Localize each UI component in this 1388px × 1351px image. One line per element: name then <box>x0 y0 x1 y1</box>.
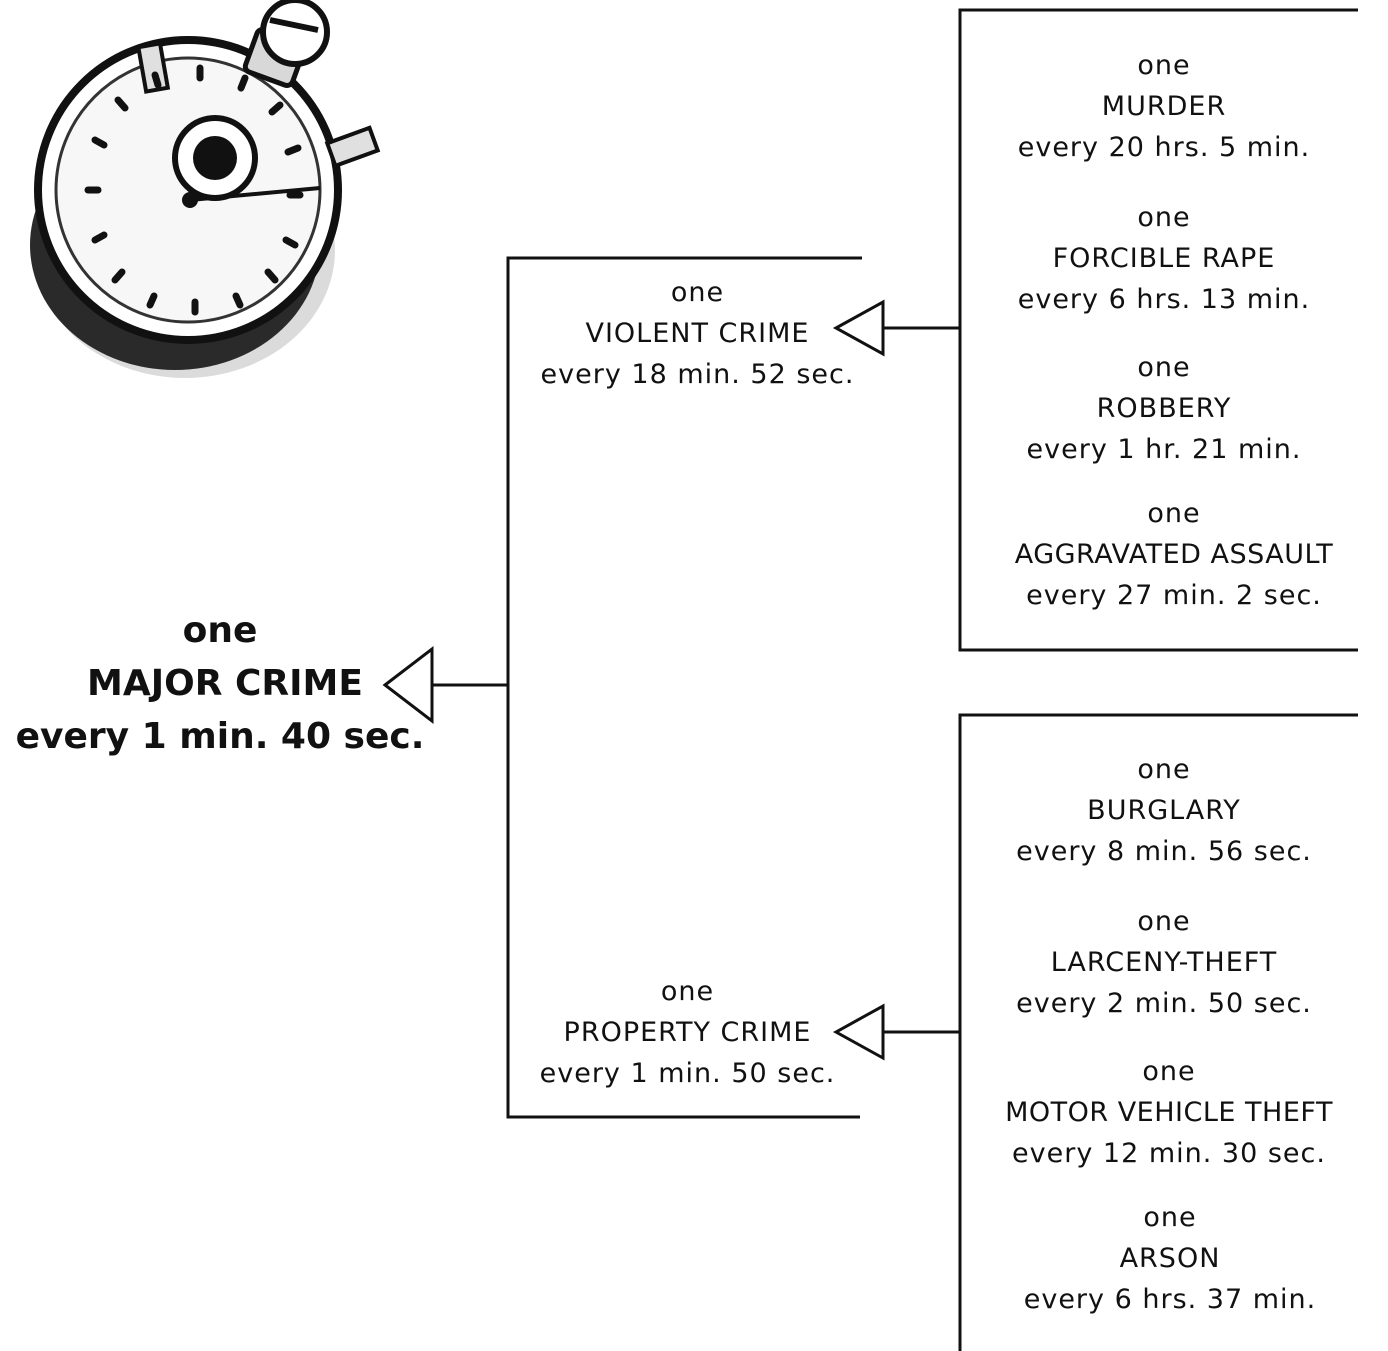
larceny-one: one <box>1137 906 1191 937</box>
murder-rate: every 20 hrs. 5 min. <box>1017 132 1311 163</box>
violent-name: VIOLENT CRIME <box>585 318 810 349</box>
major-rate: every 1 min. 40 sec. <box>15 716 425 757</box>
burglary-rate: every 8 min. 56 sec. <box>1016 836 1312 867</box>
assault-name: AGGRAVATED ASSAULT <box>1014 539 1334 570</box>
major-name: MAJOR CRIME <box>87 663 363 704</box>
mvt-rate: every 12 min. 30 sec. <box>1012 1138 1326 1169</box>
forcible-rape-node: one FORCIBLE RAPE every 6 hrs. 13 min. <box>970 197 1358 320</box>
larceny-theft-node: one LARCENY-THEFT every 2 min. 50 sec. <box>970 901 1358 1024</box>
arson-rate: every 6 hrs. 37 min. <box>1023 1284 1317 1315</box>
property-rate: every 1 min. 50 sec. <box>539 1058 836 1089</box>
property-name: PROPERTY CRIME <box>563 1017 812 1048</box>
arson-node: one ARSON every 6 hrs. 37 min. <box>970 1197 1370 1320</box>
violent-rate: every 18 min. 52 sec. <box>540 359 855 390</box>
robbery-one: one <box>1137 352 1191 383</box>
property-one: one <box>660 976 715 1007</box>
robbery-rate: every 1 hr. 21 min. <box>1026 434 1302 465</box>
burglary-node: one BURGLARY every 8 min. 56 sec. <box>970 749 1358 872</box>
violent-crime-node: one VIOLENT CRIME every 18 min. 52 sec. <box>520 272 875 395</box>
assault-rate: every 27 min. 2 sec. <box>1026 580 1322 611</box>
property-arrow-icon <box>832 1003 885 1061</box>
violent-arrow-icon <box>832 299 885 357</box>
violent-one: one <box>670 277 725 308</box>
assault-one: one <box>1147 498 1201 529</box>
major-one: one <box>182 610 258 651</box>
mvt-name: MOTOR VEHICLE THEFT <box>1005 1097 1333 1128</box>
murder-one: one <box>1137 50 1191 81</box>
rape-name: FORCIBLE RAPE <box>1052 243 1276 274</box>
arrowheads <box>382 299 885 1061</box>
burglary-name: BURGLARY <box>1087 795 1241 826</box>
aggravated-assault-node: one AGGRAVATED ASSAULT every 27 min. 2 s… <box>970 493 1378 616</box>
motor-vehicle-theft-node: one MOTOR VEHICLE THEFT every 12 min. 30… <box>970 1051 1368 1174</box>
burglary-one: one <box>1137 754 1191 785</box>
major-crime-node: one MAJOR CRIME every 1 min. 40 sec. <box>0 604 440 763</box>
mvt-one: one <box>1142 1056 1196 1087</box>
major-arrow-icon <box>382 645 434 725</box>
tree-connectors <box>430 8 1358 1351</box>
robbery-name: ROBBERY <box>1096 393 1232 424</box>
rape-one: one <box>1137 202 1191 233</box>
murder-name: MURDER <box>1101 91 1227 122</box>
arson-name: ARSON <box>1119 1243 1221 1274</box>
larceny-name: LARCENY-THEFT <box>1050 947 1278 978</box>
larceny-rate: every 2 min. 50 sec. <box>1016 988 1312 1019</box>
property-crime-node: one PROPERTY CRIME every 1 min. 50 sec. <box>510 971 865 1094</box>
robbery-node: one ROBBERY every 1 hr. 21 min. <box>970 347 1358 470</box>
murder-node: one MURDER every 20 hrs. 5 min. <box>970 45 1358 168</box>
arson-one: one <box>1143 1202 1197 1233</box>
stopwatch-icon <box>30 0 381 378</box>
rape-rate: every 6 hrs. 13 min. <box>1017 284 1311 315</box>
